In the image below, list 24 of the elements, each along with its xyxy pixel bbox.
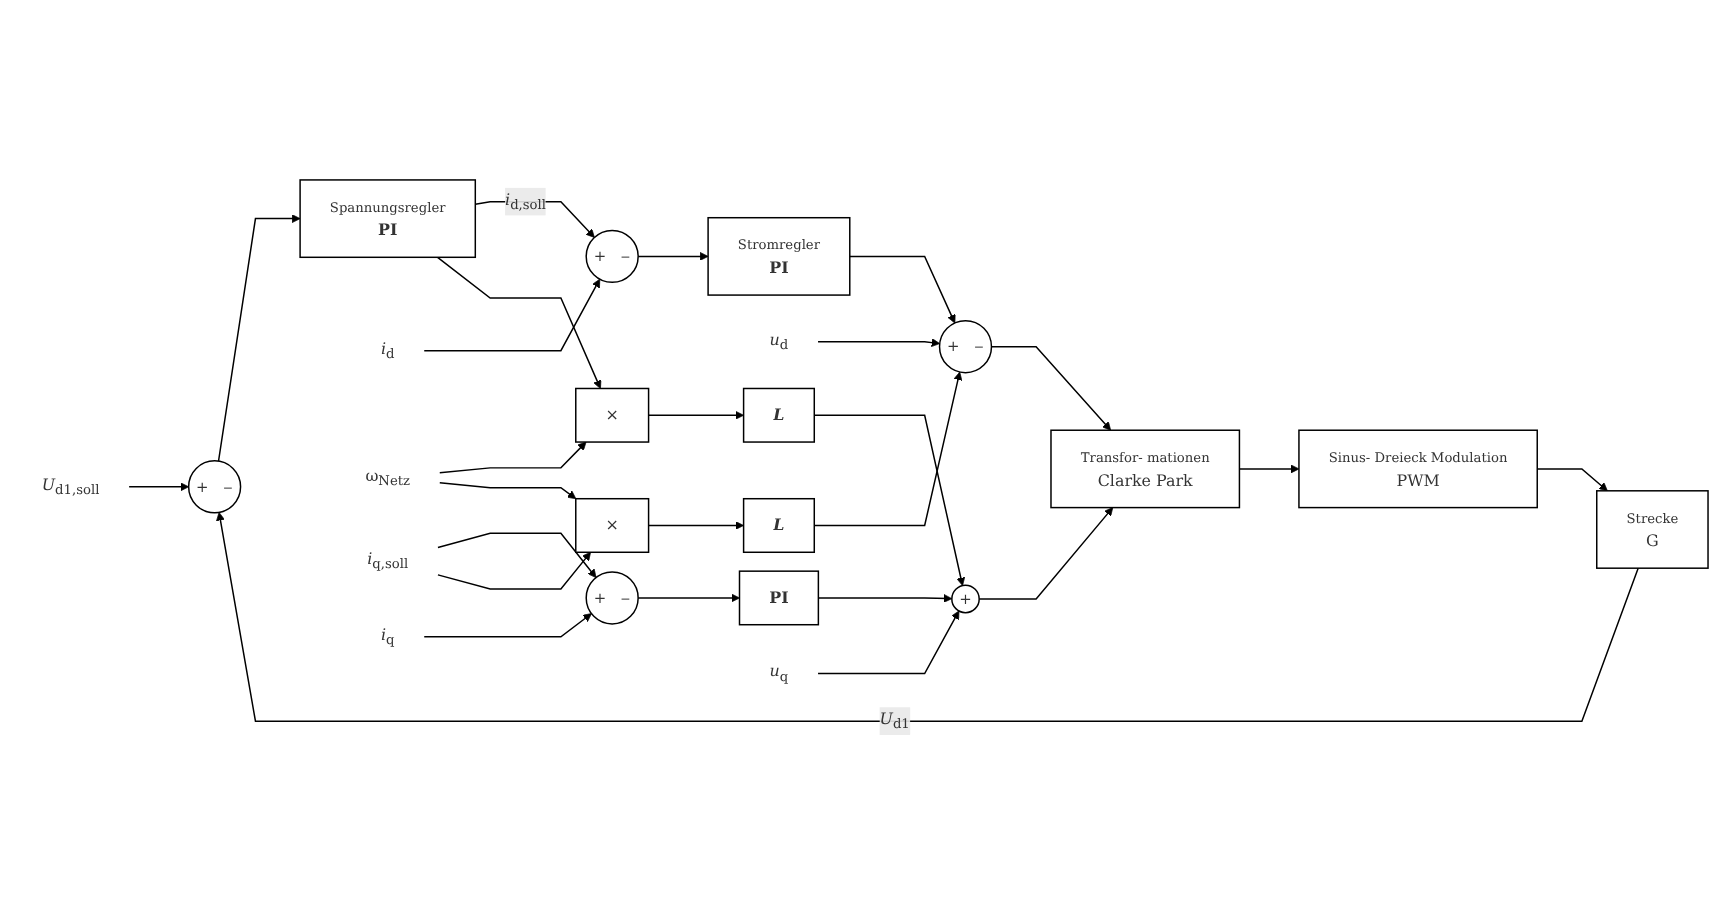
arrow	[1536, 468, 1608, 492]
arrow	[437, 533, 597, 579]
arrow	[217, 214, 301, 463]
arrow	[978, 507, 1114, 601]
arrow	[439, 482, 577, 500]
arrow	[437, 552, 591, 591]
arrow	[439, 442, 587, 474]
arrow	[817, 594, 953, 604]
arrow	[813, 414, 966, 587]
arrow	[849, 256, 956, 324]
arrow	[423, 279, 601, 352]
arrow	[647, 521, 744, 531]
arrow	[1238, 465, 1300, 474]
arrow	[990, 346, 1112, 432]
arrow	[128, 482, 190, 492]
arrow	[216, 512, 1639, 723]
arrow	[637, 252, 709, 262]
arrow	[817, 611, 960, 675]
arrow	[423, 613, 592, 638]
arrow	[817, 338, 941, 348]
arrow	[436, 257, 602, 390]
arrow	[647, 411, 744, 421]
arrow	[637, 594, 740, 603]
arrow	[813, 372, 963, 527]
